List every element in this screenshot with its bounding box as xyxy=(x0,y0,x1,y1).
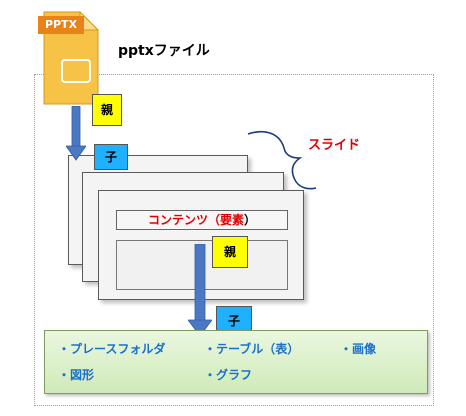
element-item: ・画像 xyxy=(340,340,376,357)
parent-badge-inner: 親 xyxy=(212,236,248,268)
slide-label: スライド xyxy=(308,138,361,153)
bullet: ・ xyxy=(58,368,71,382)
elements-panel xyxy=(44,330,428,394)
contents-close-paren: ） xyxy=(244,213,257,227)
element-item: ・プレースフォルダ xyxy=(58,340,165,357)
bullet: ・ xyxy=(340,342,353,356)
element-label: 図形 xyxy=(70,368,95,382)
pptx-file-icon xyxy=(43,10,100,105)
parent-child-arrow-bottom xyxy=(188,244,212,337)
element-label: 画像 xyxy=(352,342,377,356)
element-item: ・グラフ xyxy=(204,366,252,383)
contents-label: コンテンツ（要素 xyxy=(147,213,244,227)
pptx-file-tab: PPTX xyxy=(38,16,84,34)
contents-bar: コンテンツ（要素） xyxy=(116,210,288,230)
child-badge-top: 子 xyxy=(94,144,128,170)
element-label: グラフ xyxy=(216,368,253,382)
parent-child-arrow-top xyxy=(66,106,86,161)
element-label: プレースフォルダ xyxy=(70,342,166,356)
pptx-file-label: pptxファイル xyxy=(118,43,210,59)
bullet: ・ xyxy=(204,342,217,356)
parent-badge-top: 親 xyxy=(92,94,122,126)
pptx-file-frame xyxy=(34,74,434,406)
element-item: ・図形 xyxy=(58,366,94,383)
element-label: テーブル（表） xyxy=(216,342,300,356)
bullet: ・ xyxy=(204,368,217,382)
slide-brace xyxy=(247,130,317,190)
element-item: ・テーブル（表） xyxy=(204,340,299,357)
bullet: ・ xyxy=(58,342,71,356)
